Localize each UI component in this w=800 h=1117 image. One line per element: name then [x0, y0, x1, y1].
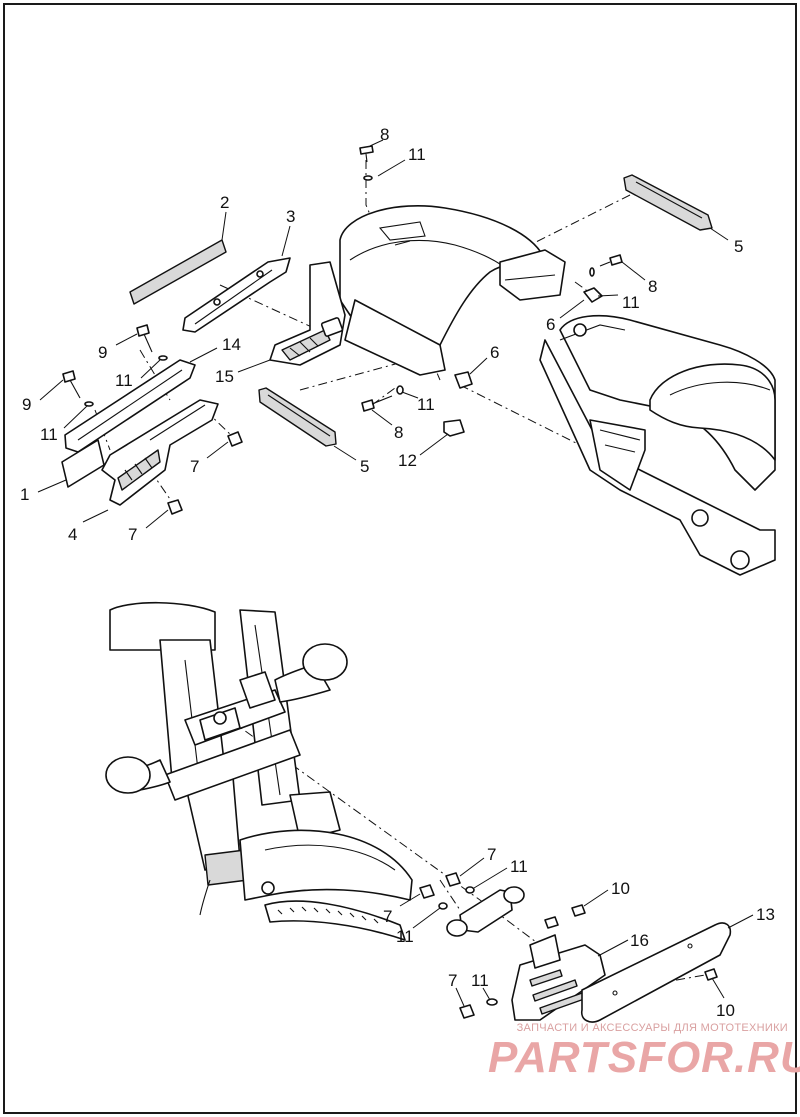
reflector-5-upper: [623, 174, 713, 231]
callout-8: 8: [648, 277, 657, 296]
page-frame: [3, 3, 797, 1114]
callout-5: 5: [360, 457, 369, 476]
callout-6: 6: [490, 343, 499, 362]
callout-13: 13: [756, 905, 775, 924]
fasteners-lower: [419, 872, 718, 1019]
callout-4: 4: [68, 525, 77, 544]
callout-11: 11: [408, 145, 426, 164]
license-bracket-4: [101, 399, 219, 506]
fender-bracket: [446, 886, 525, 937]
turn-signal-left: [105, 756, 171, 794]
callout-2: 2: [220, 193, 229, 212]
callout-11: 11: [510, 857, 528, 876]
callout-7: 7: [487, 845, 496, 864]
watermark-tagline: ЗАПЧАСТИ И АКСЕССУАРЫ ДЛЯ МОТОТЕХНИКИ: [516, 1022, 788, 1034]
callout-16: 16: [630, 931, 649, 950]
rear-fender: [339, 205, 566, 376]
reflector-2: [129, 239, 227, 305]
callout-11: 11: [40, 425, 58, 444]
callout-10: 10: [611, 879, 630, 898]
callout-9: 9: [98, 343, 107, 362]
fasteners-upper: [62, 145, 623, 515]
frame-seat-right: [539, 314, 776, 576]
triple-clamp: [164, 671, 301, 801]
callout-11: 11: [115, 371, 133, 390]
callout-9: 9: [22, 395, 31, 414]
callout-7: 7: [128, 525, 137, 544]
front-wheel-rotor: [199, 879, 406, 941]
leader-lines: [37, 139, 754, 1007]
callout-10: 10: [716, 1001, 735, 1020]
side-bracket-15: [269, 261, 346, 366]
callout-7: 7: [190, 457, 199, 476]
bracket-3: [182, 257, 291, 333]
callout-5: 5: [734, 237, 743, 256]
callout-6: 6: [546, 315, 555, 334]
plate-frame-14: [64, 359, 196, 453]
reflector-5-lower: [258, 387, 337, 447]
callout-1: 1: [20, 485, 29, 504]
callout-7: 7: [383, 907, 392, 926]
callout-7: 7: [448, 971, 457, 990]
callout-15: 15: [215, 367, 234, 386]
front-fender: [239, 829, 413, 901]
turn-signal-right: [274, 643, 348, 703]
plate-13: [580, 922, 732, 1023]
callout-11: 11: [471, 971, 489, 990]
watermark: ЗАПЧАСТИ И АКСЕССУАРЫ ДЛЯ МОТОТЕХНИКИ PA…: [488, 1022, 800, 1082]
callout-8: 8: [380, 125, 389, 144]
callout-numbers: 8 11 2 3 5 8 11 6 14 9 6 11 15 9 11 11 8…: [20, 125, 775, 1020]
callout-11: 11: [622, 293, 640, 312]
callout-11: 11: [396, 927, 414, 946]
watermark-logo: PARTSFOR.RU: [488, 1033, 800, 1082]
callout-3: 3: [286, 207, 295, 226]
callout-11: 11: [417, 395, 435, 414]
license-mount-16: [511, 934, 606, 1021]
callout-12: 12: [398, 451, 417, 470]
callout-14: 14: [222, 335, 241, 354]
callout-8: 8: [394, 423, 403, 442]
